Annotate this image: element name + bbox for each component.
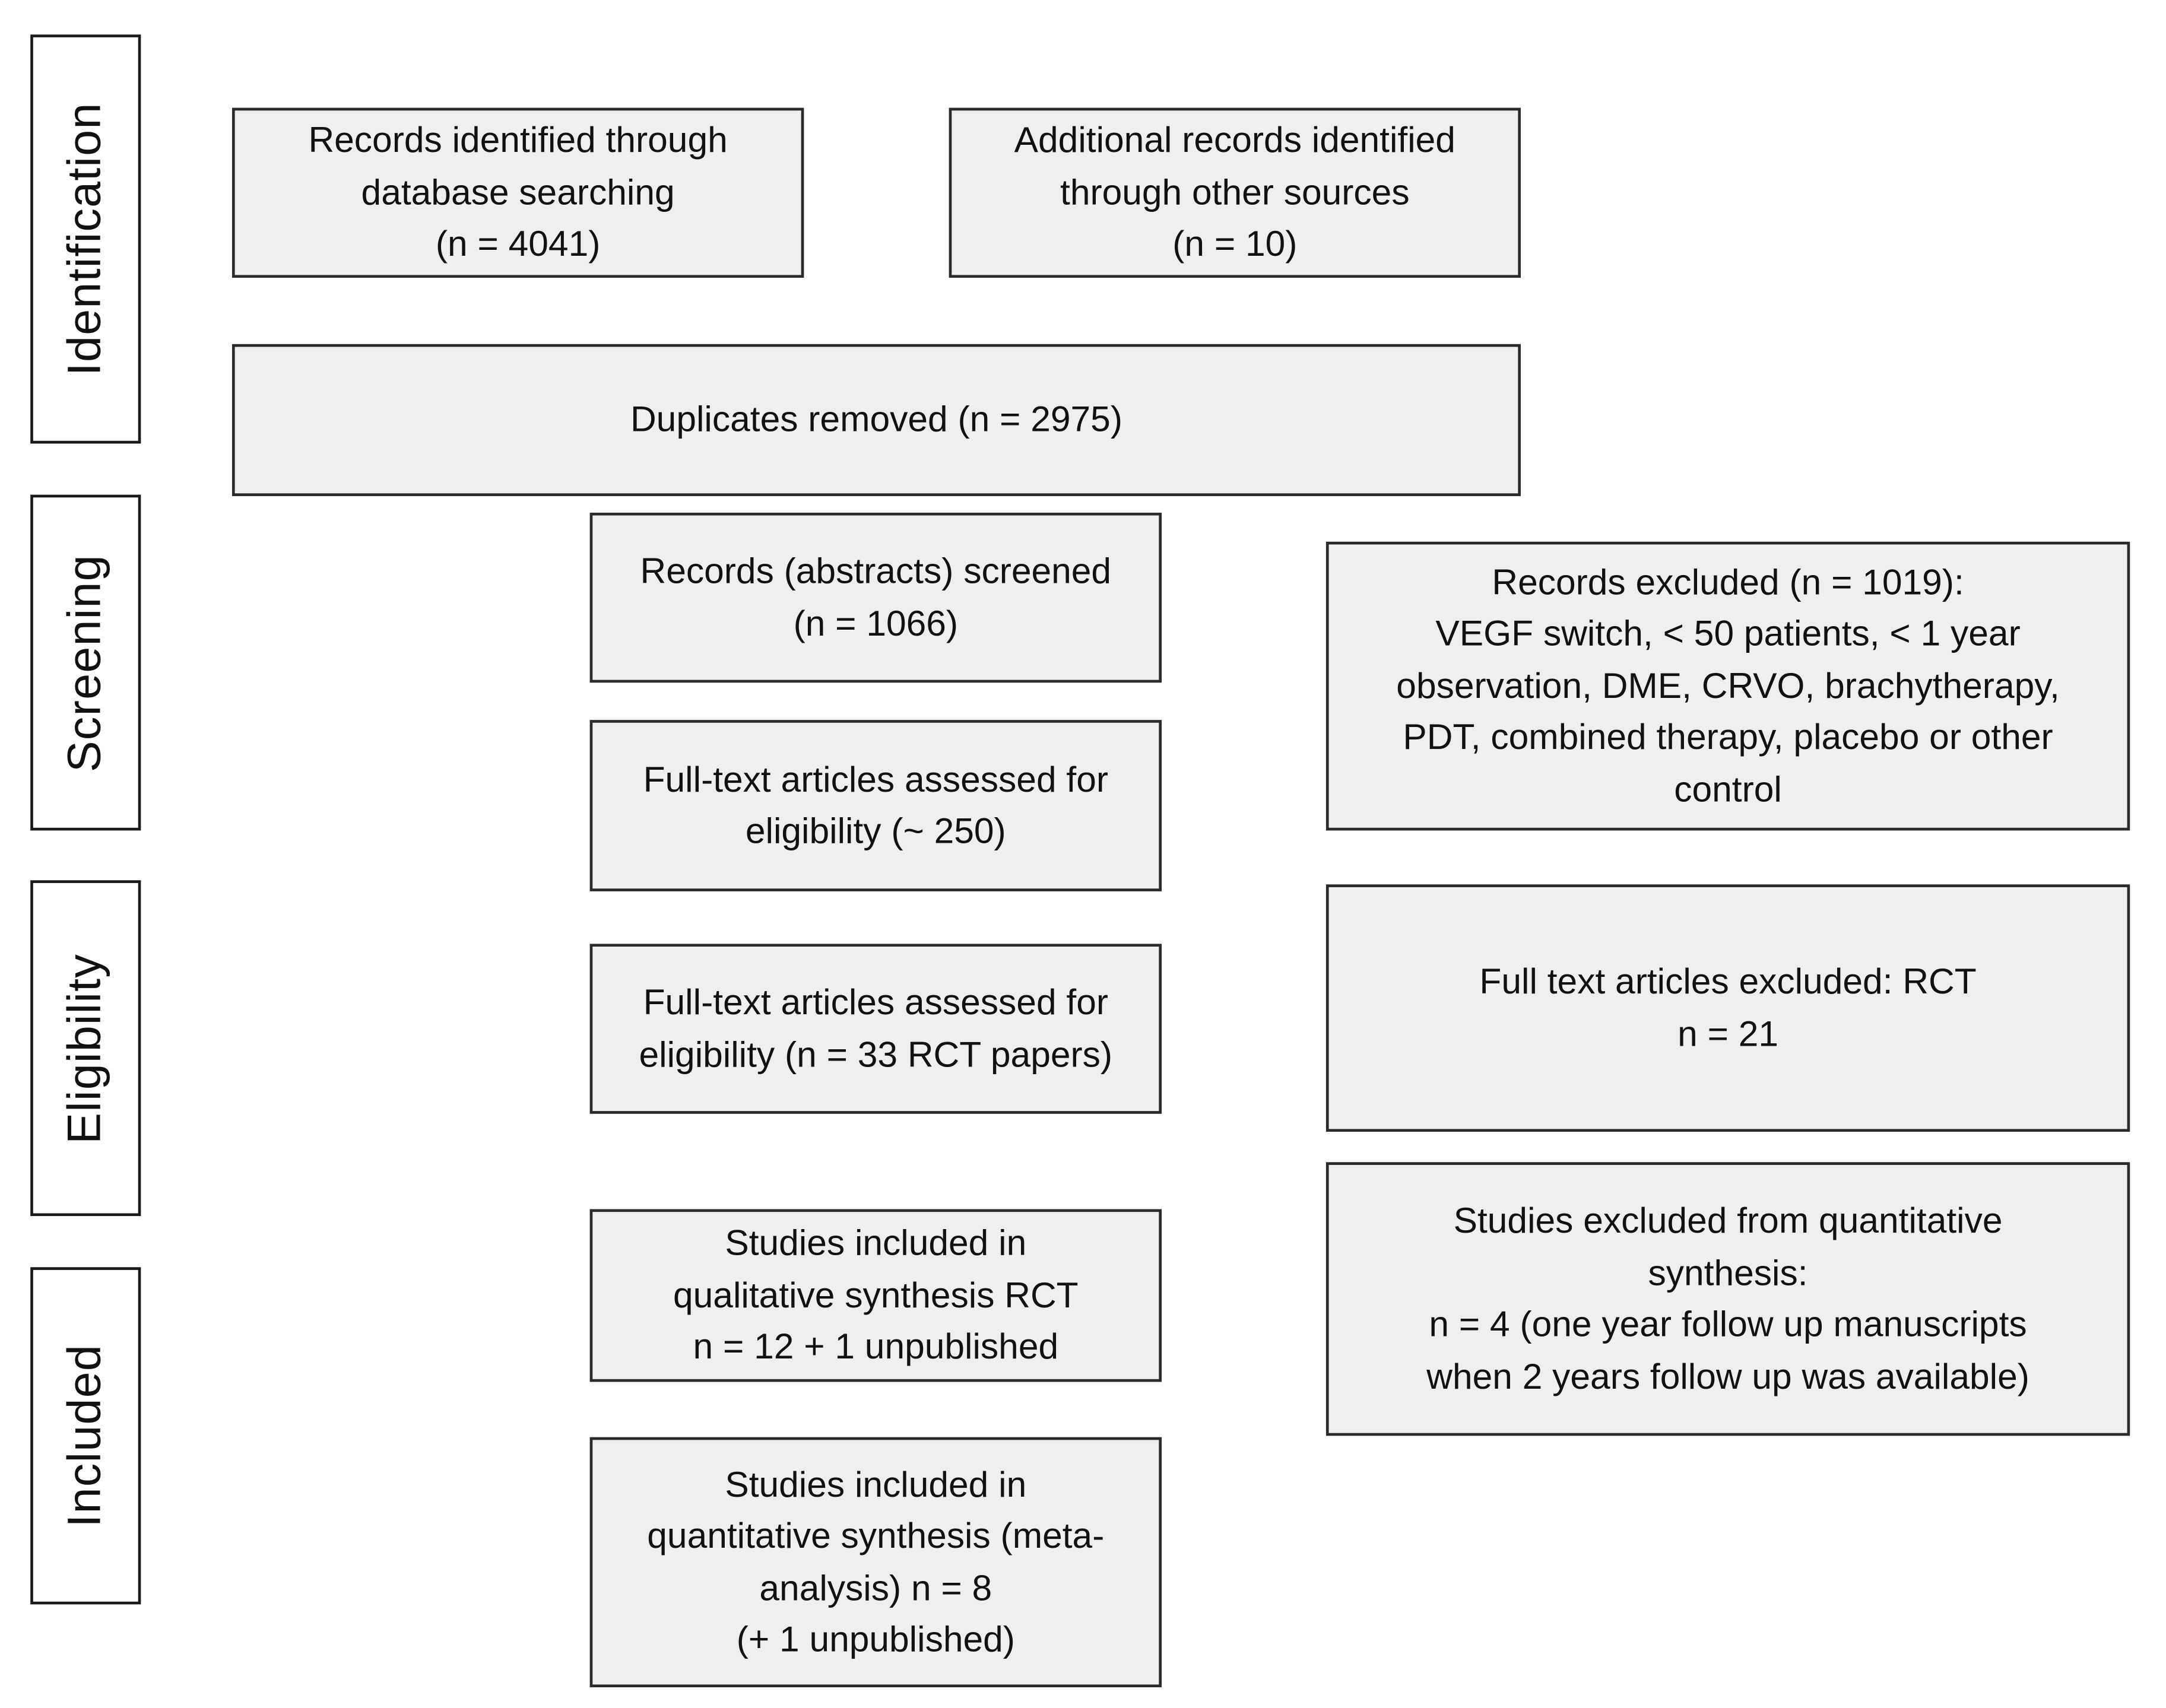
quantitative-excluded-box: Studies excluded from quantitative synth… — [1325, 1162, 2130, 1436]
phase-identification-label: Identification — [58, 102, 112, 376]
fulltext-assessed-250-box: Full-text articles assessed for eligibil… — [589, 720, 1162, 891]
quantitative-excluded-text: Studies excluded from quantitative synth… — [1426, 1199, 2029, 1396]
fulltext-assessed-33-box: Full-text articles assessed for eligibil… — [589, 944, 1162, 1114]
fulltext-assessed-250-text: Full-text articles assessed for eligibil… — [643, 758, 1109, 852]
fulltext-excluded-box: Full text articles excluded: RCT n = 21 — [1325, 884, 2130, 1132]
fulltext-excluded-text: Full text articles excluded: RCT n = 21 — [1479, 960, 1977, 1054]
phase-eligibility-label: Eligibility — [58, 953, 112, 1144]
duplicates-removed-box: Duplicates removed (n = 2975) — [231, 344, 1521, 496]
abstracts-screened-box: Records (abstracts) screened (n = 1066) — [589, 512, 1162, 683]
phase-screening: Screening — [30, 494, 141, 831]
phase-eligibility: Eligibility — [30, 880, 141, 1217]
phase-screening-label: Screening — [58, 554, 112, 772]
records-excluded-box: Records excluded (n = 1019): VEGF switch… — [1325, 541, 2130, 831]
quantitative-synthesis-box: Studies included in quantitative synthes… — [589, 1437, 1162, 1688]
phase-identification: Identification — [30, 34, 141, 444]
fulltext-assessed-33-text: Full-text articles assessed for eligibil… — [639, 981, 1113, 1075]
records-database-box: Records identified through database sear… — [231, 107, 804, 278]
duplicates-removed-text: Duplicates removed (n = 2975) — [630, 398, 1122, 440]
phase-included: Included — [30, 1267, 141, 1605]
qualitative-synthesis-text: Studies included in qualitative synthesi… — [673, 1221, 1079, 1367]
records-other-sources-box: Additional records identified through ot… — [949, 107, 1521, 278]
records-database-text: Records identified through database sear… — [308, 119, 728, 265]
quantitative-synthesis-text: Studies included in quantitative synthes… — [647, 1462, 1105, 1660]
abstracts-screened-text: Records (abstracts) screened (n = 1066) — [640, 550, 1112, 643]
phase-included-label: Included — [58, 1344, 112, 1528]
qualitative-synthesis-box: Studies included in qualitative synthesi… — [589, 1209, 1162, 1382]
records-other-sources-text: Additional records identified through ot… — [1014, 119, 1455, 265]
records-excluded-text: Records excluded (n = 1019): VEGF switch… — [1396, 560, 2060, 809]
